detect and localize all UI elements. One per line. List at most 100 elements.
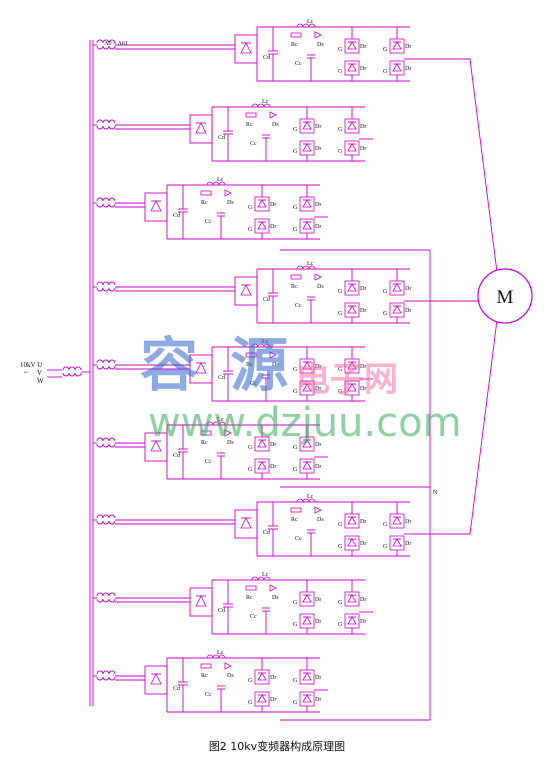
motor-feed-a [413, 58, 498, 273]
winding-loop [96, 287, 104, 292]
winding-loop [108, 287, 116, 292]
diode-icon [314, 31, 322, 39]
inductor-icon [206, 181, 226, 186]
switch-box [344, 280, 360, 296]
dr-label: Dr [360, 308, 366, 314]
rotated-label: 19V ~ 0V [104, 39, 128, 45]
cd-label: Cd [218, 608, 225, 614]
winding-loop [108, 437, 116, 442]
winding-loop [96, 670, 104, 675]
igbt-switch-icon: G Dr [293, 118, 321, 134]
diode-triangle [347, 41, 357, 50]
switch-box [389, 535, 405, 551]
dr-label: Dr [315, 597, 321, 603]
watermark-url: www.dzjuu.com [148, 400, 462, 446]
dr-label: Dr [315, 364, 321, 370]
rectifier-box [234, 276, 258, 306]
rc-label: Rc [201, 440, 208, 446]
switch-box [254, 669, 270, 685]
lc-label: Lc [307, 494, 314, 500]
switch-box [389, 280, 405, 296]
inductor-icon [296, 498, 316, 503]
switch-box [344, 591, 360, 607]
rectifier-box [234, 34, 258, 64]
dr-label: Dr [405, 308, 411, 314]
diode-triangle [257, 672, 267, 681]
rectifier-icon [240, 517, 252, 529]
diode-triangle [392, 41, 402, 50]
diode-triangle [392, 63, 402, 72]
dr-label: Dr [270, 202, 276, 208]
winding-loop [108, 365, 116, 370]
gate-label: G [338, 389, 343, 395]
winding-loop [102, 670, 110, 675]
diode-icon [224, 429, 232, 437]
winding-loop [62, 366, 70, 371]
winding-loop [108, 592, 116, 597]
dr-label: Dr [315, 386, 321, 392]
dr-label: Dr [315, 124, 321, 130]
dr-label: Dr [360, 619, 366, 625]
gate-label: G [293, 127, 298, 133]
switch-box [344, 140, 360, 156]
diode-triangle [302, 594, 312, 603]
switch-box [299, 458, 315, 474]
lc-label: Lc [262, 572, 269, 578]
winding-loop [102, 365, 110, 370]
dr-label: Dr [405, 519, 411, 525]
diode-triangle [302, 616, 312, 625]
switch-box [389, 38, 405, 54]
winding-loop [102, 281, 110, 286]
neutral-label: N [433, 490, 438, 496]
winding-loop [96, 203, 104, 208]
winding-loop [68, 366, 76, 371]
winding-loop [102, 45, 110, 50]
dr-label: Dr [405, 44, 411, 50]
winding-loop [108, 45, 116, 50]
ds-label: Ds [317, 42, 324, 48]
diode-icon [269, 111, 277, 119]
switch-box [254, 218, 270, 234]
rc-label: Rc [246, 122, 253, 128]
diode-triangle [302, 383, 312, 392]
dr-label: Dr [315, 619, 321, 625]
diode-triangle [302, 672, 312, 681]
cc-label: Cc [205, 692, 212, 698]
dr-label: Dr [360, 66, 366, 72]
dr-label: Dr [315, 675, 321, 681]
gate-label: G [383, 289, 388, 295]
resistor-icon [200, 663, 212, 669]
resistor-icon [245, 352, 257, 358]
rectifier-icon [195, 362, 207, 374]
cc-label: Cc [250, 614, 257, 620]
winding-loop [96, 676, 104, 681]
lc-label: Lc [262, 339, 269, 345]
winding-loop [108, 359, 116, 364]
gate-label: G [293, 622, 298, 628]
winding-loop [62, 372, 70, 377]
switch-box [389, 302, 405, 318]
dr-label: Dr [360, 146, 366, 152]
dr-label: Dr [315, 464, 321, 470]
diode-triangle [302, 361, 312, 370]
dr-label: Dr [360, 519, 366, 525]
transformer-winding-icon [96, 281, 116, 292]
switch-box [344, 38, 360, 54]
diode-triangle [347, 283, 357, 292]
dr-label: Dr [360, 124, 366, 130]
winding-loop [102, 197, 110, 202]
cd-label: Cd [173, 453, 180, 459]
ds-label: Ds [272, 122, 279, 128]
